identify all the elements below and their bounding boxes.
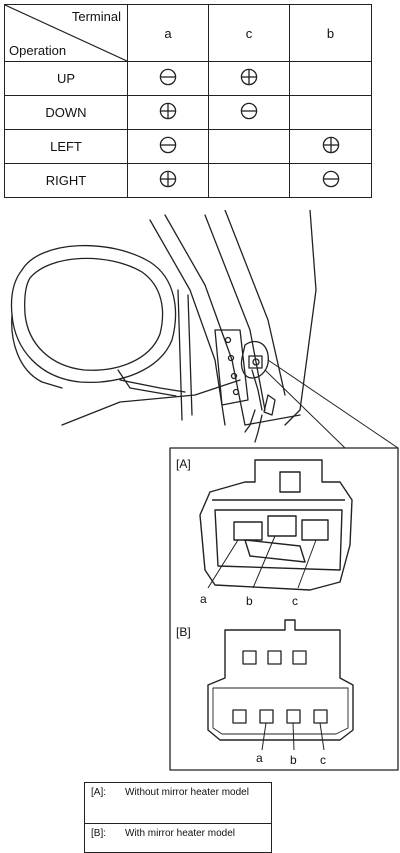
pin-leader-lines	[261, 722, 325, 751]
column-header-c: c	[208, 4, 290, 62]
connector-a-pin-label: c	[292, 594, 298, 608]
table-header-row: Terminal Operation a c b	[4, 4, 372, 62]
table-row: RIGHT	[4, 163, 372, 198]
table-cell	[127, 163, 209, 198]
legend-text: With mirror heater model	[125, 828, 236, 839]
table-row: DOWN	[4, 95, 372, 130]
circle-minus-icon	[159, 136, 177, 154]
connector-a-pin-label: b	[246, 594, 253, 608]
connector-b-pin-label: b	[290, 753, 297, 767]
circle-minus-icon	[322, 170, 339, 188]
table-row: UP	[4, 61, 372, 96]
leader-line	[267, 359, 399, 449]
table-cell	[208, 61, 290, 96]
column-header-a: a	[127, 4, 209, 62]
mounting-plate-illustration	[214, 329, 249, 406]
mirror-housing-illustration	[10, 244, 186, 397]
legend-text: Without mirror heater model	[125, 787, 249, 798]
table-cell	[208, 163, 290, 198]
table-corner-cell: Terminal Operation	[4, 4, 128, 62]
connector-a-pin-label: a	[200, 592, 207, 606]
mirror-connector-diagram: [A] a b c [B]	[10, 210, 399, 771]
row-label: DOWN	[4, 95, 128, 130]
circle-plus-icon	[322, 136, 339, 154]
legend-row: [B]: With mirror heater model	[84, 823, 272, 853]
connector-b-pin-label: c	[320, 753, 326, 767]
table-cell	[127, 95, 209, 130]
legend-key: [B]:	[91, 828, 107, 839]
door-frame-illustration	[61, 210, 317, 426]
leader-line	[264, 369, 346, 449]
table-cell	[127, 61, 209, 96]
table-cell	[208, 129, 290, 164]
table-row: LEFT	[4, 129, 372, 164]
circle-plus-icon	[159, 170, 177, 188]
table-cell	[208, 95, 290, 130]
legend-table: [A]: Without mirror heater model [B]: With…	[84, 782, 272, 853]
table-cell	[289, 163, 372, 198]
table-cell	[127, 129, 209, 164]
circle-minus-icon	[159, 68, 177, 86]
column-header-b: b	[289, 4, 372, 62]
connector-b-view: [B] a b c	[176, 619, 354, 767]
enlarged-view-frame	[169, 447, 399, 771]
row-label: RIGHT	[4, 163, 128, 198]
terminal-operation-table: Terminal Operation a c b UP DOWN LEFT RI…	[4, 4, 372, 198]
harness-connector-illustration	[240, 341, 276, 443]
diagonal-divider	[5, 5, 127, 61]
table-cell	[289, 61, 372, 96]
table-cell	[289, 95, 372, 130]
connector-b-tag: [B]	[176, 625, 191, 639]
connector-a-view: [A] a b c	[176, 457, 353, 608]
circle-minus-icon	[240, 102, 258, 120]
circle-plus-icon	[240, 68, 258, 86]
header-operation-label: Operation	[9, 43, 67, 58]
connector-a-tag: [A]	[176, 457, 191, 471]
table-cell	[289, 129, 372, 164]
row-label: UP	[4, 61, 128, 96]
circle-plus-icon	[159, 102, 177, 120]
legend-row: [A]: Without mirror heater model	[84, 782, 272, 824]
legend-key: [A]:	[91, 787, 107, 798]
connector-b-pin-label: a	[256, 751, 263, 765]
pin-leader-lines	[207, 535, 317, 589]
header-terminal-label: Terminal	[71, 9, 121, 24]
row-label: LEFT	[4, 129, 128, 164]
